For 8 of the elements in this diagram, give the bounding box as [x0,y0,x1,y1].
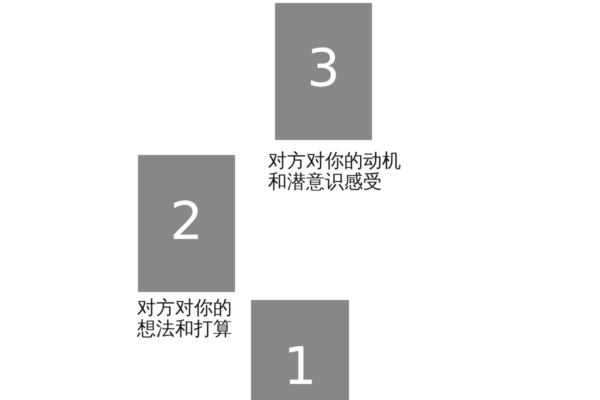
position-number: 2 [170,196,204,248]
position-number: 3 [306,43,340,95]
position-number: 1 [283,341,317,393]
card-rectangle [138,155,235,292]
card-caption: 对方对你的想法和打算 [137,298,233,340]
card-rectangle [275,3,372,140]
card-rectangle [251,300,349,400]
card-caption: 对方对你的动机和潜意识感受 [268,151,402,193]
